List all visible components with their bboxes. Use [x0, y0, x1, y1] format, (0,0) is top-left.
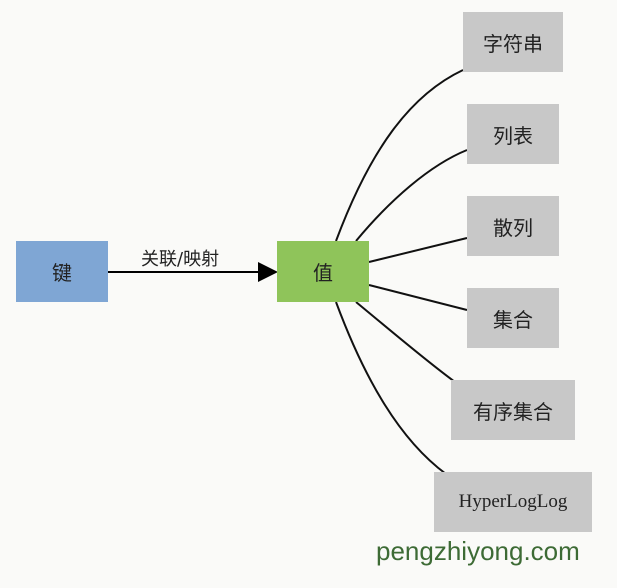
key-node: 键	[16, 241, 108, 302]
type-hyperloglog: HyperLogLog	[434, 472, 592, 532]
value-node: 值	[277, 241, 369, 302]
type-sorted-set: 有序集合	[451, 380, 575, 440]
type-string: 字符串	[463, 12, 563, 72]
edge-zset	[355, 301, 456, 383]
edge-set	[368, 284, 468, 311]
type-list: 列表	[467, 104, 559, 164]
edge-hash	[368, 237, 468, 263]
edge-hll	[335, 301, 447, 475]
type-set: 集合	[467, 288, 559, 348]
edge-list	[355, 149, 468, 242]
watermark: pengzhiyong.com	[376, 536, 580, 566]
edge-string	[335, 69, 464, 242]
edge-label: 关联/映射	[141, 249, 220, 270]
type-hash: 散列	[467, 196, 559, 256]
